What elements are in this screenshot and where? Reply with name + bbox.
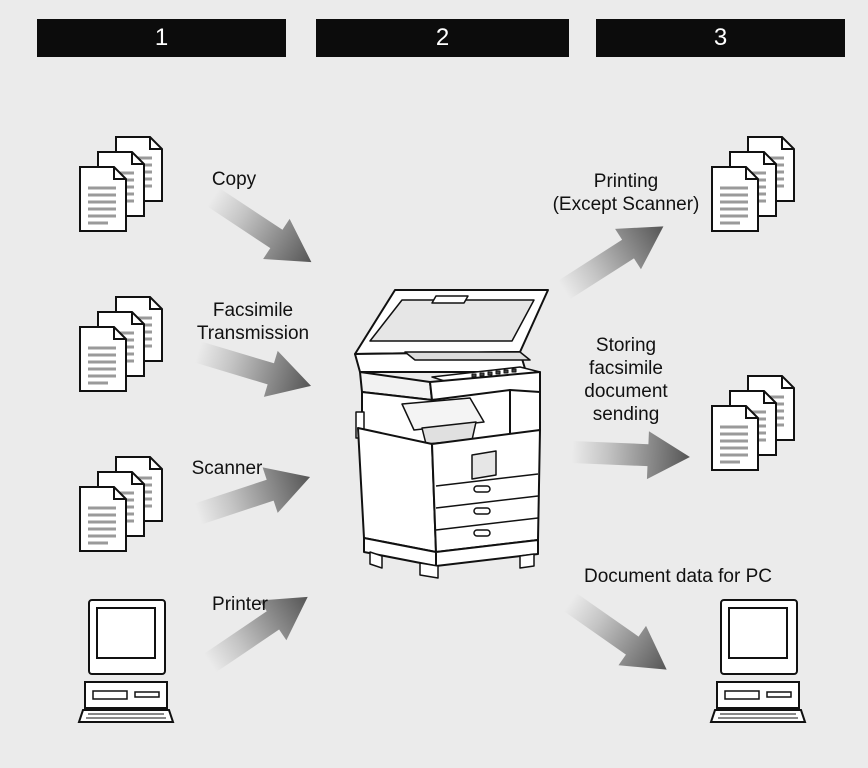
printing-label-line-2: (Except Scanner) [552,194,700,215]
pc-output-icon [710,599,806,723]
printing-arrow-icon [551,206,677,311]
pc-input-icon [78,599,174,723]
fax-label-line-1: Facsimile [212,300,294,321]
storing-label-line-2: facsimile [589,358,663,379]
step-header-2: 2 [316,19,569,57]
storing-arrow-icon [570,428,691,481]
storing-facsimile-label: Storing facsimile document sending [566,334,686,426]
storing-output-document-icon [712,376,794,470]
document-data-arrow-icon [556,582,681,690]
scanner-label: Scanner [191,458,263,479]
fax-label-line-2: Transmission [196,323,310,344]
document-data-label: Document data for PC [584,566,772,587]
scanner-document-icon [80,457,162,551]
printing-label: Printing (Except Scanner) [536,170,716,216]
storing-label-line-1: Storing [595,335,657,356]
step-header-3: 3 [596,19,845,57]
copier-machine-icon [354,289,549,579]
facsimile-transmission-label: Facsimile Transmission [188,299,318,345]
copy-arrow-icon [199,176,325,283]
step-header-1: 1 [37,19,286,57]
copy-label: Copy [211,169,257,190]
storing-label-line-3: document [584,381,668,402]
printing-label-line-1: Printing [593,171,659,192]
printer-label: Printer [212,594,268,615]
storing-label-line-4: sending [592,404,660,425]
copy-document-icon [80,137,162,231]
printing-output-document-icon [712,137,794,231]
fax-document-icon [80,297,162,391]
